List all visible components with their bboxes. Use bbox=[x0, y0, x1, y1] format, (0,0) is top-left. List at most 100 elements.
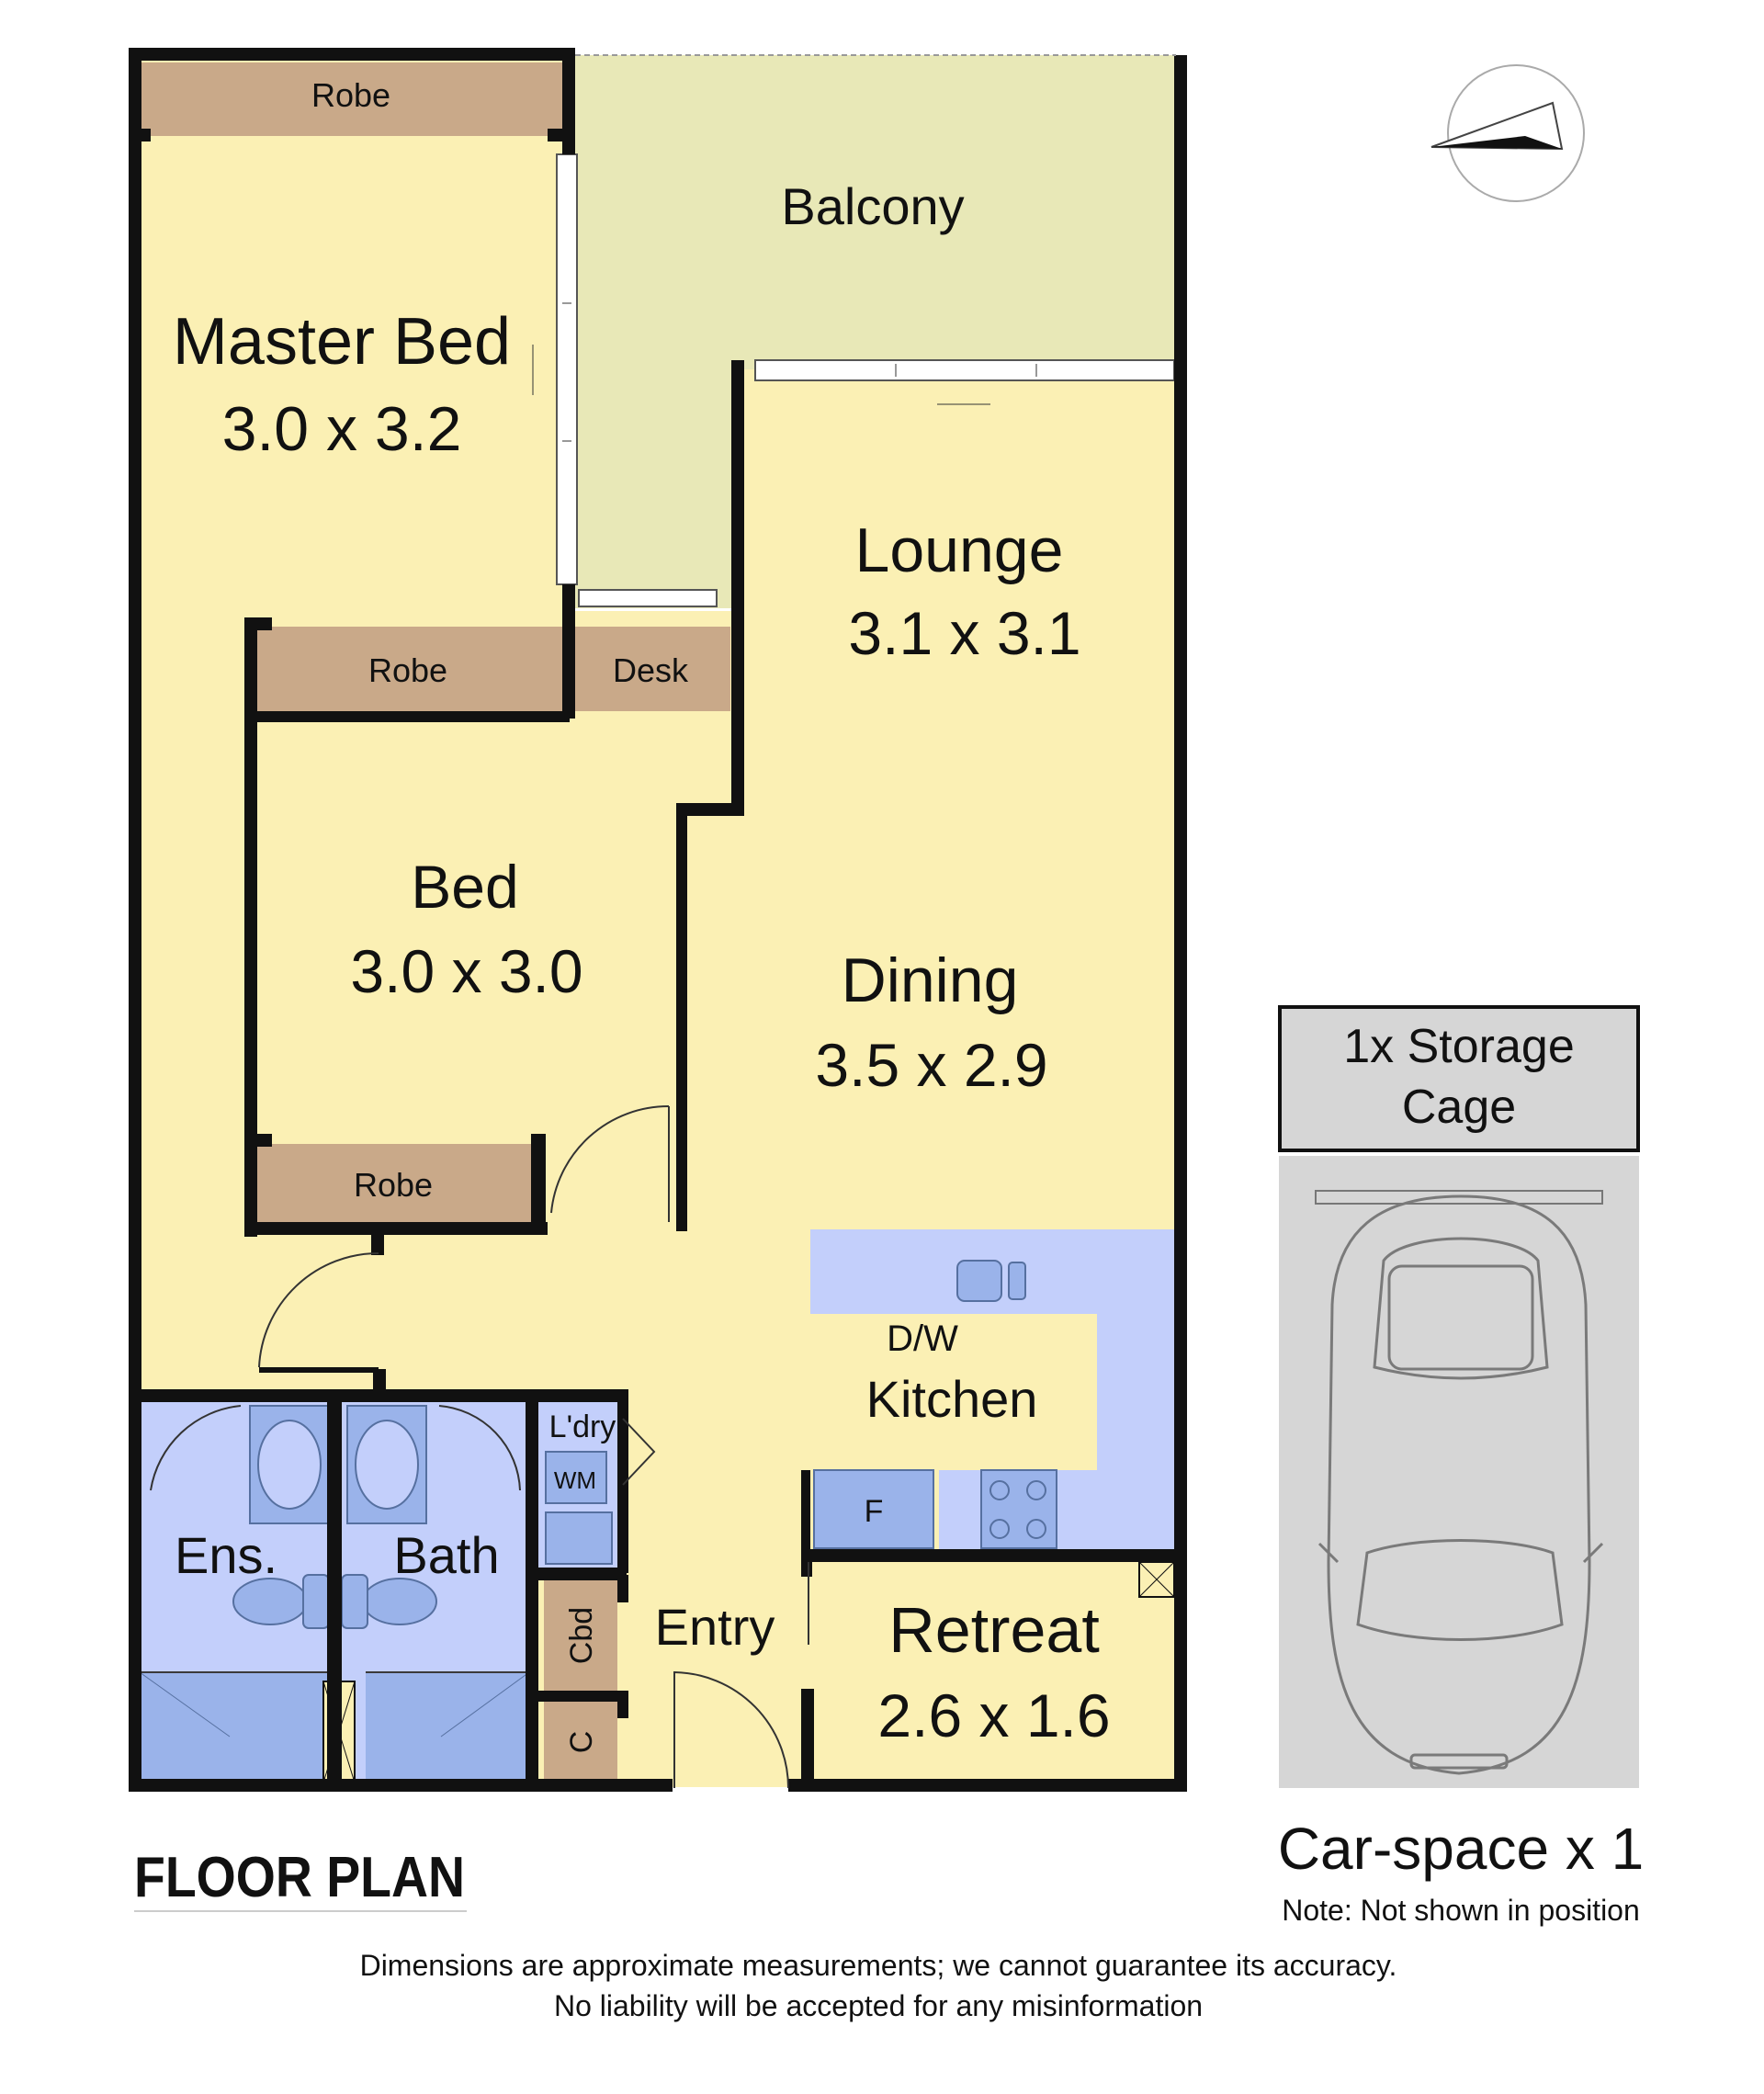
master-bed-dimensions: 3.0 x 3.2 bbox=[222, 394, 462, 464]
laundry-door bbox=[622, 1418, 656, 1486]
compass-ring bbox=[1447, 64, 1585, 202]
wall-bottom-left bbox=[129, 1779, 673, 1792]
wall-bed-right bbox=[676, 803, 687, 1231]
north-compass bbox=[1430, 64, 1585, 202]
wall-bed-top bbox=[244, 617, 257, 1237]
living-floor bbox=[136, 57, 1178, 1787]
bed-door-swing bbox=[550, 1104, 670, 1214]
entry-door-swing bbox=[673, 1670, 789, 1789]
washing-machine-icon bbox=[545, 1451, 607, 1504]
carspace-area bbox=[1279, 1156, 1639, 1788]
wall-desk-top bbox=[562, 584, 575, 719]
wall-cupboard-right bbox=[617, 1575, 628, 1602]
coat-fill bbox=[544, 1698, 617, 1787]
wall-ens-bath-divider bbox=[327, 1389, 342, 1792]
carspace-note: Note: Not shown in position bbox=[1282, 1894, 1640, 1927]
wall-bed-right-notch bbox=[676, 803, 744, 816]
bath-shower bbox=[366, 1672, 529, 1787]
lounge-dimensions: 3.1 x 3.1 bbox=[848, 599, 1080, 667]
kitchen-bench bbox=[810, 1229, 1178, 1551]
desk-fill bbox=[570, 627, 730, 711]
wall-bed-door-stub bbox=[371, 1231, 384, 1255]
bed-robe-top-fill bbox=[254, 627, 562, 711]
entry-wet-door-swing bbox=[258, 1251, 379, 1368]
shower-diagonal-line bbox=[440, 1671, 530, 1737]
storage-line-2: Cage bbox=[1402, 1081, 1516, 1134]
wall-balcony-right bbox=[1174, 55, 1187, 1792]
master-bed-window bbox=[556, 153, 578, 585]
ensuite-label: Ens. bbox=[175, 1526, 277, 1584]
kitchen-tap-icon bbox=[1008, 1262, 1026, 1300]
cooktop-burner-icon bbox=[1026, 1480, 1046, 1500]
master-robe-label: Robe bbox=[311, 76, 390, 114]
compass-arrow-dark bbox=[1431, 136, 1562, 149]
cupboard-label: Cbd bbox=[564, 1607, 599, 1664]
windows bbox=[556, 153, 1175, 607]
wall-retreat-top bbox=[801, 1549, 1187, 1562]
balcony-floor bbox=[572, 55, 1181, 369]
bed-label: Bed bbox=[411, 853, 518, 921]
storage-cage-box bbox=[1278, 1005, 1640, 1152]
bath-cistern-icon bbox=[341, 1574, 368, 1629]
ensuite-door-swing bbox=[150, 1405, 242, 1491]
wall-robe-right-tick bbox=[548, 129, 562, 141]
cupboard-fill bbox=[544, 1580, 617, 1691]
desk-window bbox=[578, 589, 718, 607]
ensuite-toilet-icon bbox=[232, 1578, 308, 1625]
storage-line-1: 1x Storage bbox=[1343, 1020, 1575, 1073]
bath-door-swing bbox=[438, 1405, 521, 1491]
wall-retreat-top-tick bbox=[801, 1549, 812, 1577]
ensuite-shower bbox=[140, 1672, 329, 1787]
wall-wet-door-top bbox=[259, 1367, 379, 1373]
retreat-duct-cross-line bbox=[1138, 1561, 1175, 1598]
wall-retreat-left bbox=[801, 1689, 814, 1792]
coat-label: C bbox=[564, 1731, 599, 1754]
dining-dimensions: 3.5 x 2.9 bbox=[815, 1031, 1047, 1099]
kitchen-sink-icon bbox=[956, 1260, 1002, 1302]
wall-cupboard-top bbox=[526, 1568, 627, 1580]
dining-label: Dining bbox=[842, 945, 1019, 1015]
doors bbox=[150, 345, 990, 1789]
cooktop-burner-icon bbox=[989, 1519, 1010, 1539]
cooktop-burner-icon bbox=[989, 1480, 1010, 1500]
desk-label: Desk bbox=[613, 651, 689, 689]
shower-diagonal-line bbox=[139, 1671, 231, 1737]
bed-robe-bottom-label: Robe bbox=[354, 1166, 433, 1204]
washing-machine-label: WM bbox=[554, 1466, 596, 1494]
wall-top-master bbox=[129, 48, 575, 61]
wall-robe-bottom-left-tick bbox=[254, 1134, 272, 1147]
fridge-label: F bbox=[865, 1494, 884, 1529]
wall-left bbox=[129, 48, 141, 1792]
wall-cupboard-divider bbox=[526, 1691, 627, 1702]
wall-master-right-top bbox=[562, 48, 575, 154]
master-robe-fill bbox=[140, 62, 562, 136]
wall-bottom-right bbox=[788, 1779, 1187, 1792]
wall-laundry-right bbox=[617, 1389, 628, 1573]
kitchen-label: Kitchen bbox=[866, 1370, 1038, 1428]
bed-robe-bottom-fill bbox=[254, 1144, 540, 1223]
bath-basin-bowl-icon bbox=[355, 1420, 419, 1510]
fridge-fill bbox=[813, 1469, 934, 1549]
balcony-lower-floor bbox=[572, 368, 733, 608]
laundry-label: L'dry bbox=[549, 1409, 616, 1444]
entry-label: Entry bbox=[655, 1598, 775, 1656]
wall-lounge-left bbox=[731, 360, 744, 816]
laundry-tub-icon bbox=[545, 1511, 613, 1565]
retreat-label: Retreat bbox=[888, 1594, 1100, 1666]
wheel-stop bbox=[1315, 1190, 1603, 1205]
window-mullions bbox=[562, 302, 1037, 442]
balcony-door-window bbox=[754, 359, 1175, 381]
ensuite-basin-bowl-icon bbox=[257, 1420, 322, 1510]
retreat-dimensions: 2.6 x 1.6 bbox=[877, 1681, 1110, 1749]
disclaimer-line-2: No liability will be accepted for any mi… bbox=[554, 1989, 1203, 2022]
disclaimer-line-1: Dimensions are approximate measurements;… bbox=[360, 1949, 1397, 1982]
bath-label: Bath bbox=[393, 1526, 499, 1584]
wall-coat-right bbox=[617, 1691, 628, 1718]
bath-toilet-icon bbox=[362, 1578, 437, 1625]
bed-robe-top-label: Robe bbox=[368, 651, 447, 689]
wall-robe-top-bottom bbox=[244, 711, 570, 722]
walls bbox=[129, 48, 1187, 1792]
car-outline-icon bbox=[1317, 1194, 1604, 1775]
dishwasher-label: D/W bbox=[887, 1319, 958, 1359]
